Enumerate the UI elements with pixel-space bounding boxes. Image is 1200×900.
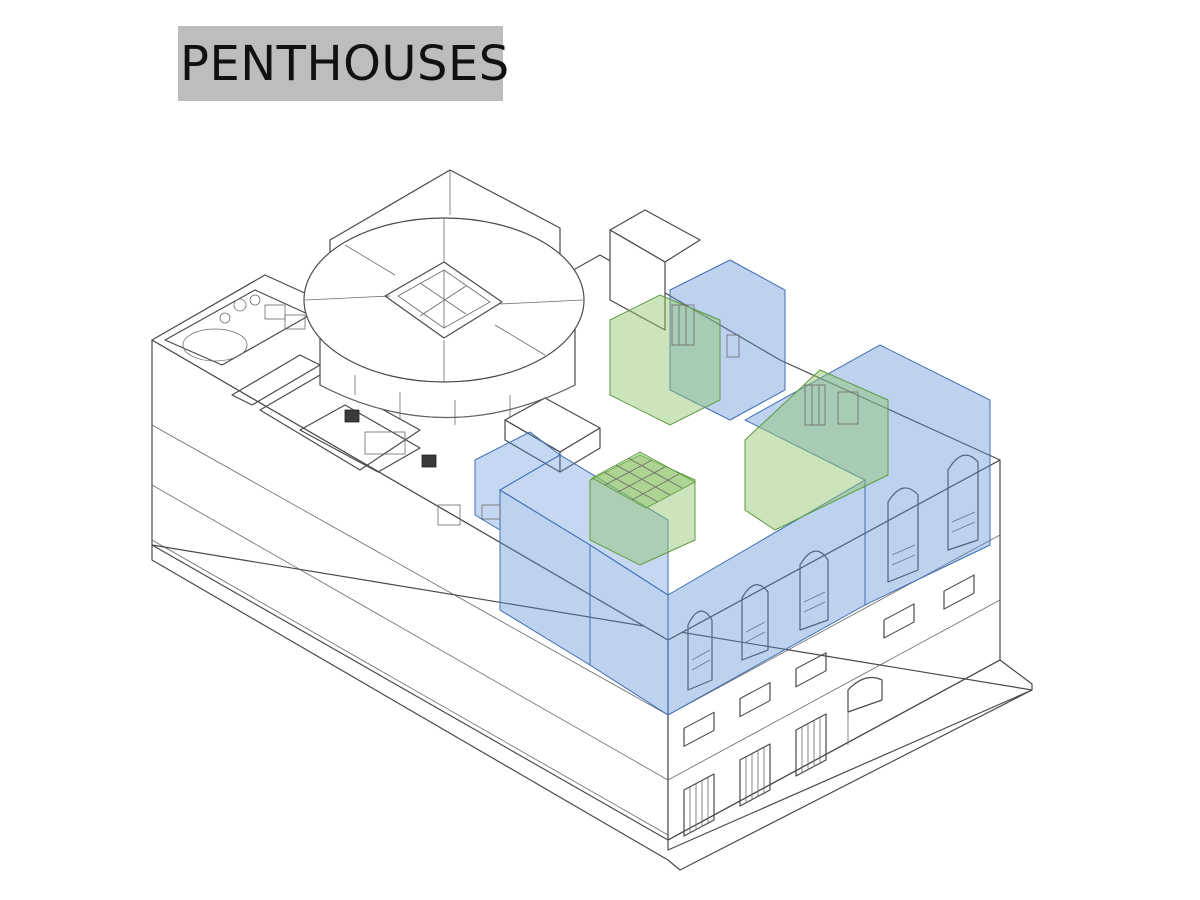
- page-title: PENTHOUSES: [180, 35, 510, 92]
- penthouse-blue-volumes: [474, 259, 991, 716]
- penthouse-window-details: [437, 304, 859, 526]
- rooftop-pavilion: [303, 169, 585, 425]
- arched-windows: [687, 454, 979, 691]
- green-roof-grid: [591, 451, 696, 509]
- lower-windows: [683, 574, 975, 837]
- title-box: PENTHOUSES: [178, 26, 509, 101]
